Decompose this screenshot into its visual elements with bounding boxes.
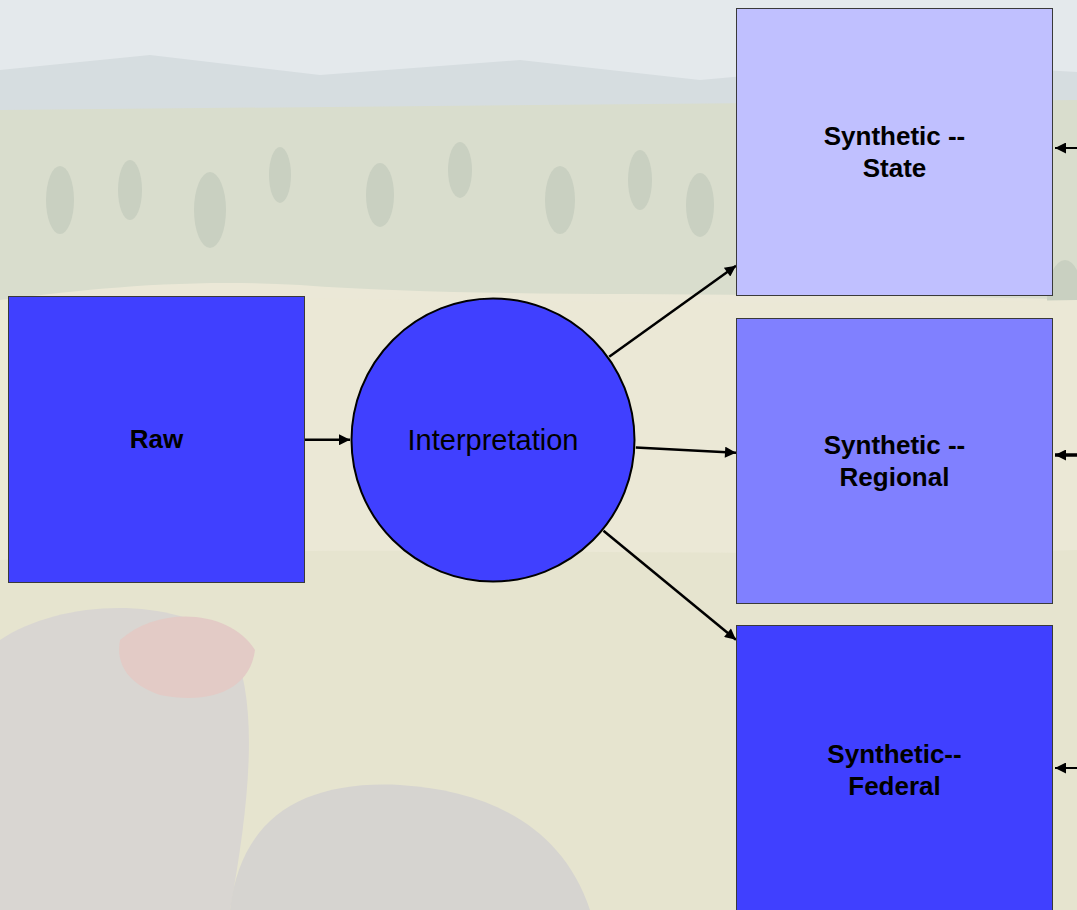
tree [46,166,74,234]
node-label: Synthetic -- Regional [812,429,977,494]
tree [686,173,714,237]
arrow-connector [636,447,736,452]
tree [194,172,226,248]
rock [230,785,590,910]
arrow-connector [609,266,736,357]
tree [448,142,472,198]
tree [118,160,142,220]
output-box: Synthetic -- State [736,8,1053,296]
node-label: Synthetic -- State [812,120,977,185]
rock [119,617,255,698]
arrow-connector [603,531,736,640]
tree [366,163,394,227]
node-label: Raw [130,423,183,456]
incoming-arrow [1055,767,1077,769]
incoming-arrow [1055,147,1077,149]
tree [269,147,291,203]
data-box: Raw [8,296,305,583]
tree [628,150,652,210]
tree [545,166,575,234]
incoming-arrow [1055,453,1077,457]
node-label: Synthetic-- Federal [812,738,977,803]
output-box: Synthetic-- Federal [736,625,1053,910]
arrow-connector [305,438,350,441]
output-box: Synthetic -- Regional [736,318,1053,604]
circle-shape [352,299,635,582]
node-label: Interpretation [408,422,579,458]
process-circle: Interpretation [350,297,636,583]
